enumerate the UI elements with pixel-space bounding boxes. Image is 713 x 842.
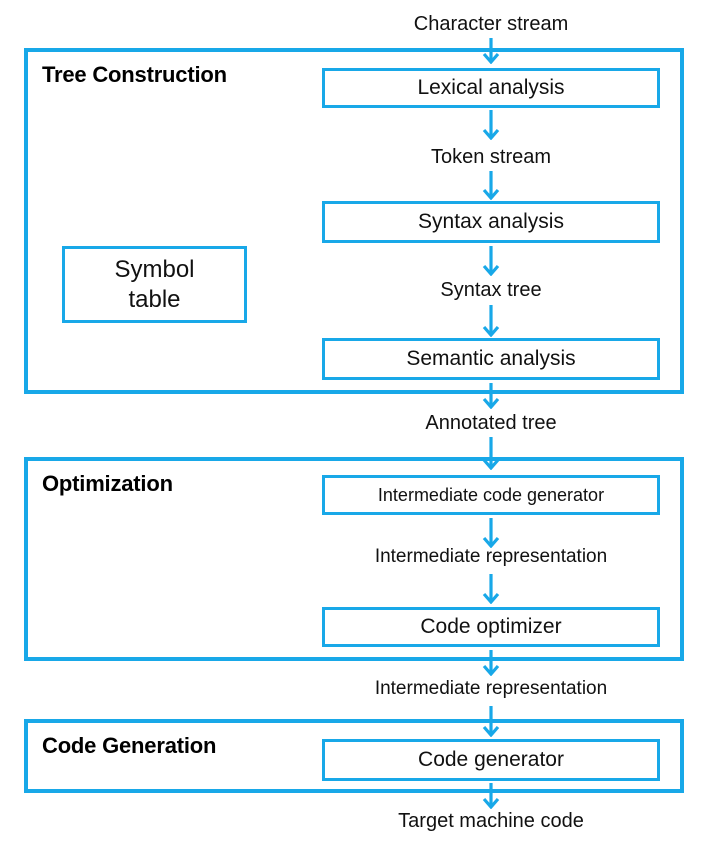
arrow-down-icon: [482, 38, 500, 64]
box-symbol-table: Symbol table: [62, 246, 247, 323]
flow-arrow-code-optimizer-to-ir: [481, 649, 501, 676]
flow-arrow-syntax-tree-to-semantic: [481, 304, 501, 337]
arrow-down-icon: [482, 305, 500, 337]
flow-label-character-stream: Character stream: [413, 13, 569, 35]
box-code-generator: Code generator: [322, 739, 660, 781]
box-label-intermediate-code-generator: Intermediate code generator: [377, 484, 605, 505]
flow-arrow-semantic-to-annotated-tree: [481, 382, 501, 409]
flow-label-token-stream: Token stream: [430, 146, 552, 168]
flow-arrow-ir-to-code-generator: [481, 705, 501, 737]
arrow-down-icon: [482, 383, 500, 409]
flow-arrow-code-generator-to-target: [481, 782, 501, 809]
flow-arrow-lexical-to-token-stream: [481, 109, 501, 140]
box-label-symbol-table-line2: table: [128, 285, 181, 313]
box-label-lexical-analysis: Lexical analysis: [417, 76, 565, 99]
flow-arrow-syntax-to-syntax-tree: [481, 245, 501, 276]
flow-label-intermediate-representation-bottom: Intermediate representation: [374, 678, 608, 699]
arrow-down-icon: [482, 518, 500, 548]
section-tree-construction: Tree Construction: [24, 48, 684, 394]
arrow-down-icon: [482, 246, 500, 276]
arrow-down-icon: [482, 437, 500, 470]
box-label-code-generator: Code generator: [418, 748, 564, 771]
box-syntax-analysis: Syntax analysis: [322, 201, 660, 243]
flow-label-intermediate-representation-top: Intermediate representation: [374, 546, 608, 567]
box-label-symbol-table-line1: Symbol: [114, 255, 195, 283]
box-semantic-analysis: Semantic analysis: [322, 338, 660, 380]
arrow-down-icon: [482, 650, 500, 676]
flow-label-syntax-tree: Syntax tree: [440, 279, 542, 301]
flow-arrow-icg-to-ir: [481, 517, 501, 548]
box-label-semantic-analysis: Semantic analysis: [406, 347, 576, 370]
section-optimization: Optimization: [24, 457, 684, 661]
flow-arrow-annotated-tree-to-icg: [481, 436, 501, 470]
arrow-down-icon: [482, 110, 500, 140]
arrow-down-icon: [482, 706, 500, 737]
arrow-down-icon: [482, 574, 500, 604]
box-label-syntax-analysis: Syntax analysis: [418, 210, 564, 233]
flow-arrow-token-stream-to-syntax: [481, 170, 501, 200]
flow-label-target-machine-code: Target machine code: [398, 810, 584, 832]
section-title-tree-construction: Tree Construction: [42, 62, 227, 87]
section-title-code-generation: Code Generation: [42, 733, 217, 758]
box-label-code-optimizer: Code optimizer: [420, 615, 562, 638]
arrow-down-icon: [482, 783, 500, 809]
box-code-optimizer: Code optimizer: [322, 607, 660, 647]
section-code-generation: Code Generation: [24, 719, 684, 793]
box-intermediate-code-generator: Intermediate code generator: [322, 475, 660, 515]
arrow-down-icon: [482, 171, 500, 200]
flow-label-annotated-tree: Annotated tree: [425, 412, 557, 434]
box-lexical-analysis: Lexical analysis: [322, 68, 660, 108]
section-title-optimization: Optimization: [42, 471, 173, 496]
flow-arrow-ir-to-code-optimizer: [481, 573, 501, 604]
flow-arrow-character-stream-to-lexical: [481, 37, 501, 64]
